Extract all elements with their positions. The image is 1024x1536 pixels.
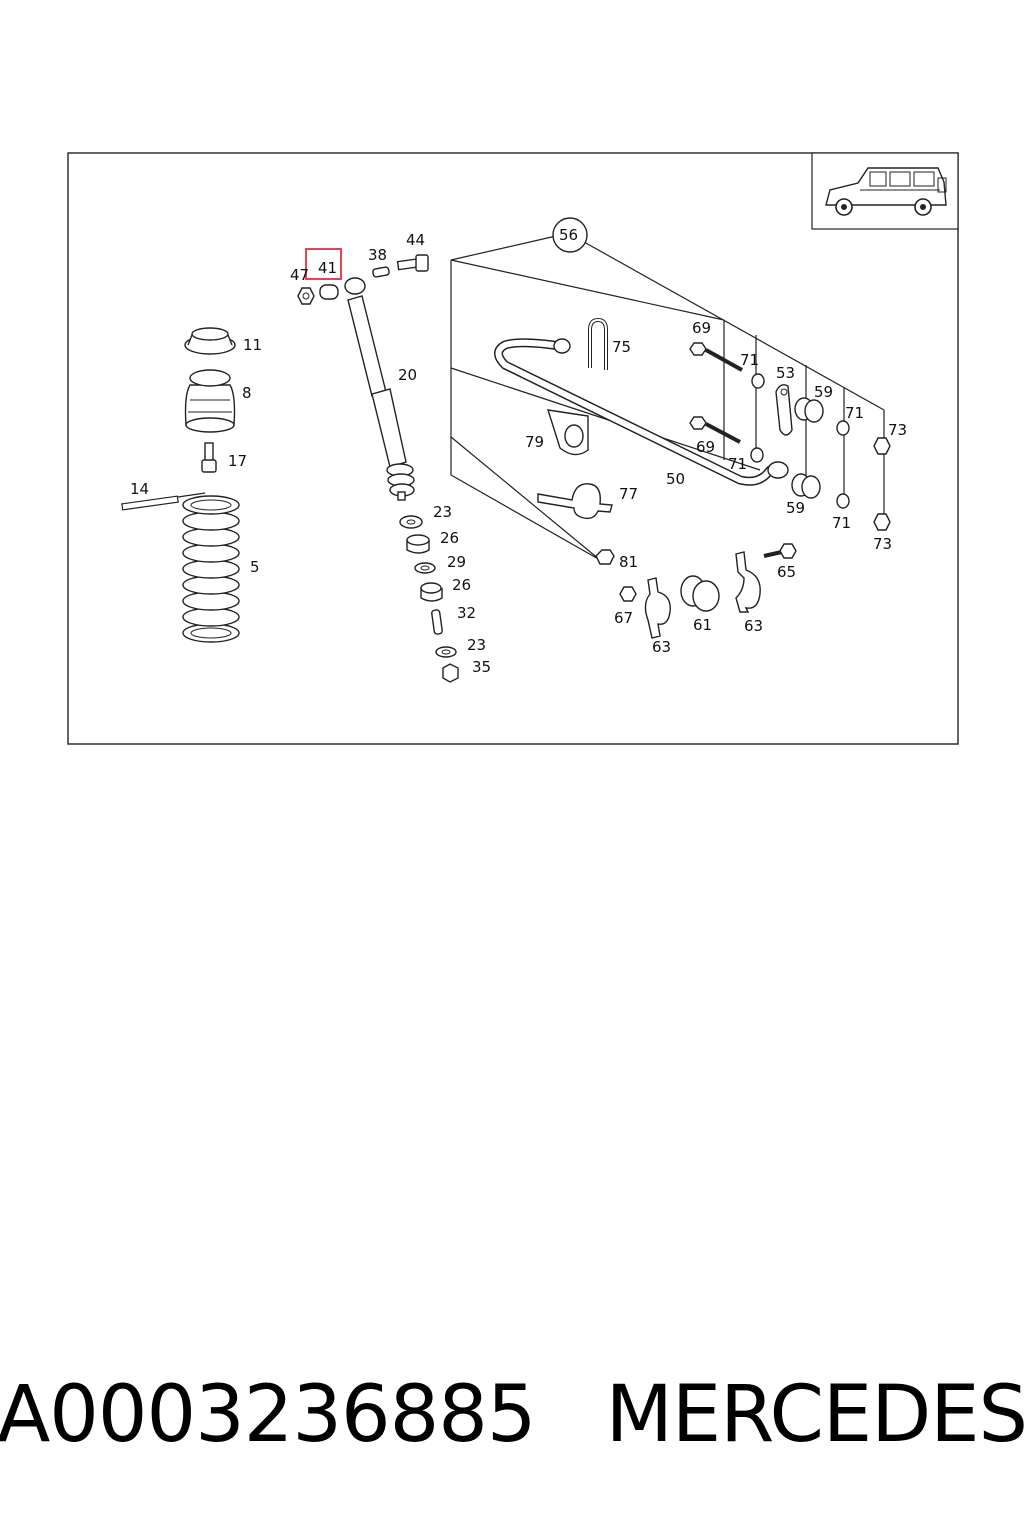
mount-stack (399, 515, 459, 683)
washer-71c (836, 420, 850, 436)
label-81: 81 (619, 553, 638, 571)
washer-71a (751, 373, 765, 389)
highlight-box (305, 248, 342, 280)
label-8: 8 (242, 384, 252, 402)
spring-mount (184, 327, 236, 355)
stabilizer-bar (494, 338, 789, 486)
label-50: 50 (666, 470, 685, 488)
bushing-79 (546, 409, 589, 456)
part-number: A0003236885 (0, 1370, 537, 1460)
label-41: 41 (318, 259, 337, 277)
nut-67 (619, 586, 637, 602)
label-59a: 59 (814, 383, 833, 401)
label-5: 5 (250, 558, 260, 576)
label-32: 32 (457, 604, 476, 622)
clamp-63b (735, 551, 761, 613)
parts-diagram: 5 8 11 14 17 20 23 26 29 26 32 23 35 38 … (67, 152, 959, 745)
bolt-69a (689, 342, 743, 372)
label-63a: 63 (652, 638, 671, 656)
label-44: 44 (406, 231, 425, 249)
washer-71b (750, 447, 764, 463)
label-17: 17 (228, 452, 247, 470)
label-26b: 26 (452, 576, 471, 594)
label-79: 79 (525, 433, 544, 451)
label-63b: 63 (744, 617, 763, 635)
bush-41 (319, 284, 339, 300)
sleeve-38 (372, 266, 390, 278)
label-75: 75 (612, 338, 631, 356)
bolt-17 (201, 442, 217, 473)
bushing-59a (794, 397, 824, 423)
part-labels: 5 8 11 14 17 20 23 26 29 26 32 23 35 38 … (130, 226, 907, 676)
nut-81 (595, 549, 615, 565)
vehicle-thumbnail-icon (811, 152, 959, 230)
label-71d: 71 (832, 514, 851, 532)
spring-pin (121, 495, 179, 511)
u-bolt (588, 317, 608, 370)
label-23b: 23 (467, 636, 486, 654)
label-29: 29 (447, 553, 466, 571)
coil-spring (182, 495, 240, 643)
shock-absorber (344, 277, 415, 501)
label-61: 61 (693, 616, 712, 634)
label-69b: 69 (696, 438, 715, 456)
label-69a: 69 (692, 319, 711, 337)
label-73b: 73 (873, 535, 892, 553)
nut-73a (873, 437, 891, 455)
label-65: 65 (777, 563, 796, 581)
label-20: 20 (398, 366, 417, 384)
label-14: 14 (130, 480, 149, 498)
label-11: 11 (243, 336, 262, 354)
label-35: 35 (472, 658, 491, 676)
label-59b: 59 (786, 499, 805, 517)
clamp-63a (644, 577, 671, 639)
callout-56-circle (552, 217, 588, 253)
label-38: 38 (368, 246, 387, 264)
bushing-61 (680, 575, 720, 612)
label-23a: 23 (433, 503, 452, 521)
label-71a: 71 (740, 351, 759, 369)
label-26a: 26 (440, 529, 459, 547)
clamp-77 (537, 483, 613, 520)
bolt-69b (689, 416, 741, 444)
nut-47 (297, 287, 315, 305)
label-53: 53 (776, 364, 795, 382)
footer-caption: A0003236885 MERCEDES (0, 1360, 1024, 1470)
bolt-65 (763, 543, 797, 559)
bolt-44 (396, 254, 429, 272)
label-71c: 71 (845, 404, 864, 422)
label-77: 77 (619, 485, 638, 503)
link-53 (775, 384, 793, 436)
bump-stop (184, 369, 236, 433)
label-71b: 71 (728, 455, 747, 473)
label-56: 56 (559, 226, 578, 244)
bushing-59b (791, 473, 821, 499)
label-67: 67 (614, 609, 633, 627)
washer-71d (836, 493, 850, 509)
nut-73b (873, 513, 891, 531)
label-47: 47 (290, 266, 309, 284)
label-73a: 73 (888, 421, 907, 439)
diagram-frame (67, 152, 959, 745)
brand-name: MERCEDES (605, 1370, 1024, 1460)
